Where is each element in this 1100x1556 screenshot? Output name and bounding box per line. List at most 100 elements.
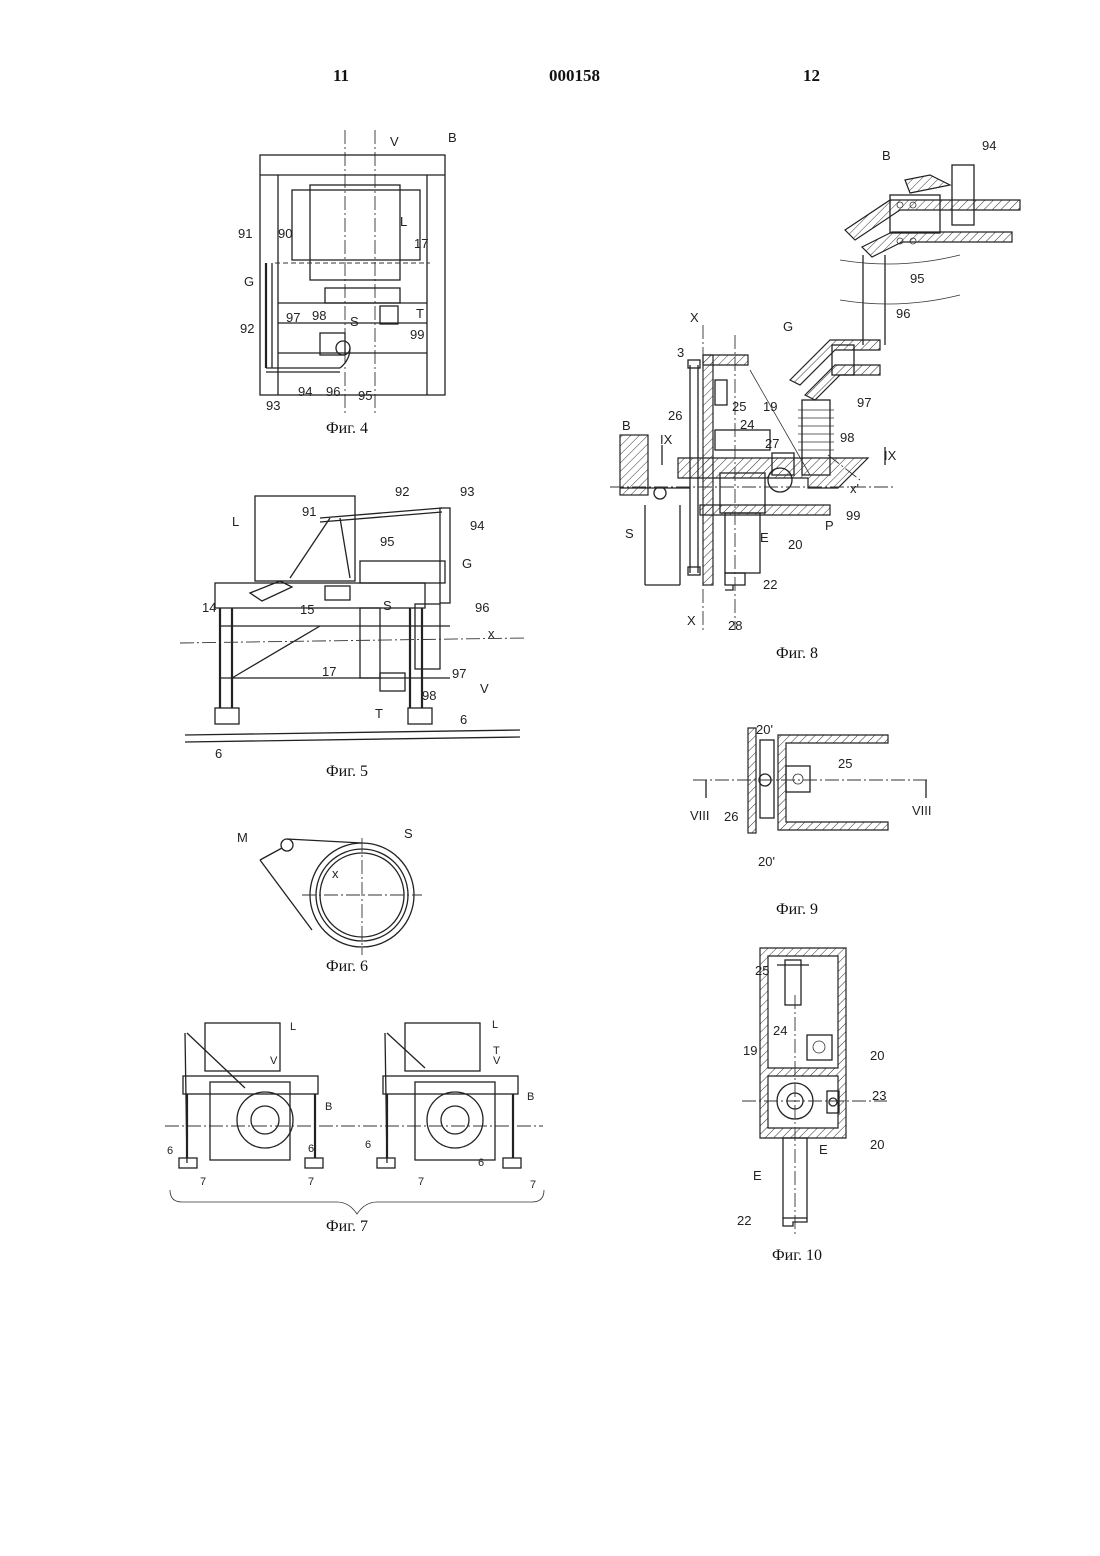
fig8-label-19: 19 [763, 399, 777, 414]
fig4-label-94: 94 [298, 384, 312, 399]
fig4-label-V: V [390, 134, 399, 149]
fig7-label-6a-left: 6 [167, 1145, 173, 1157]
fig8-label-98: 98 [840, 430, 854, 445]
fig8-label-x-prime: x' [850, 481, 859, 496]
fig7-label-V-right: V [493, 1055, 501, 1067]
fig5-label-6a: 6 [460, 712, 467, 727]
fig8-label-3: 3 [677, 345, 684, 360]
figure-5-drawing: L 91 92 93 94 95 G S 96 14 15 x 17 97 V … [170, 478, 530, 763]
fig7-label-6b-left: 6 [308, 1143, 314, 1155]
fig4-label-93: 93 [266, 398, 280, 413]
fig4-label-98: 98 [312, 308, 326, 323]
figure-10-drawing: 25 24 19 20 23 20 E E 22 [737, 945, 897, 1240]
fig8-label-P: P [825, 518, 834, 533]
fig7-label-7a-right: 7 [418, 1176, 424, 1188]
fig6-caption: Фиг. 6 [326, 958, 368, 976]
fig6-label-S: S [404, 826, 413, 841]
figure-7: L V B 6 6 7 7 L T V B 6 6 7 7 [165, 1018, 545, 1213]
fig4-label-G: G [244, 274, 254, 289]
fig10-label-25: 25 [755, 963, 769, 978]
fig8-label-22: 22 [763, 577, 777, 592]
fig6-label-M: M [237, 830, 248, 845]
fig8-label-IX-left: IX [660, 432, 673, 447]
fig9-label-26: 26 [724, 809, 738, 824]
fig4-label-99: 99 [410, 327, 424, 342]
fig8-label-24: 24 [740, 417, 754, 432]
fig10-label-20-top: 20 [870, 1048, 884, 1063]
figure-4-drawing: V B 91 90 L 17 G 92 97 98 S T 99 93 94 9… [230, 128, 470, 418]
fig8-label-27: 27 [765, 436, 779, 451]
fig4-label-L: L [400, 214, 407, 229]
fig4-label-S: S [350, 314, 359, 329]
fig7-label-L-left: L [290, 1021, 296, 1033]
fig7-caption: Фиг. 7 [326, 1218, 368, 1236]
figure-8-drawing: B 94 95 G 96 X 3 97 25 19 98 B 26 24 27 … [600, 135, 1020, 635]
figure-5: L 91 92 93 94 95 G S 96 14 15 x 17 97 V … [170, 478, 530, 763]
figure-10: 25 24 19 20 23 20 E E 22 [737, 945, 897, 1240]
fig5-label-S: S [383, 598, 392, 613]
fig4-label-B: B [448, 130, 457, 145]
fig5-caption: Фиг. 5 [326, 763, 368, 781]
fig7-label-L-right: L [492, 1019, 498, 1031]
fig4-label-90: 90 [278, 226, 292, 241]
fig8-label-X-bottom: X [687, 613, 696, 628]
fig5-label-93: 93 [460, 484, 474, 499]
fig7-label-B-right: B [527, 1091, 534, 1103]
fig8-label-S: S [625, 526, 634, 541]
fig10-label-24: 24 [773, 1023, 787, 1038]
figure-8: B 94 95 G 96 X 3 97 25 19 98 B 26 24 27 … [600, 135, 1020, 635]
fig4-label-96: 96 [326, 384, 340, 399]
fig5-label-6b: 6 [215, 746, 222, 761]
fig7-label-B-left: B [325, 1101, 332, 1113]
fig10-label-20-bottom: 20 [870, 1137, 884, 1152]
document-number: 000158 [549, 66, 600, 86]
fig4-caption: Фиг. 4 [326, 420, 368, 438]
fig5-label-97: 97 [452, 666, 466, 681]
fig9-label-VIII-left: VIII [690, 808, 710, 823]
fig7-label-7b-left: 7 [308, 1176, 314, 1188]
fig7-label-6a-right: 6 [365, 1139, 371, 1151]
fig8-label-G: G [783, 319, 793, 334]
fig10-label-19: 19 [743, 1043, 757, 1058]
fig8-caption: Фиг. 8 [776, 645, 818, 663]
fig5-label-x: x [488, 626, 495, 641]
fig8-label-26: 26 [668, 408, 682, 423]
fig8-label-99: 99 [846, 508, 860, 523]
fig8-label-25: 25 [732, 399, 746, 414]
fig8-label-E: E [760, 530, 769, 545]
fig9-label-20prime-top: 20' [756, 722, 773, 737]
fig8-label-X-top: X [690, 310, 699, 325]
fig5-label-96: 96 [475, 600, 489, 615]
fig5-label-98: 98 [422, 688, 436, 703]
fig8-label-B-left: B [622, 418, 631, 433]
fig8-label-B-top: B [882, 148, 891, 163]
fig7-label-V-left: V [270, 1055, 278, 1067]
fig8-label-28: 28 [728, 618, 742, 633]
page-number-right: 12 [803, 66, 820, 86]
fig9-label-25: 25 [838, 756, 852, 771]
fig7-label-6b-right: 6 [478, 1157, 484, 1169]
fig8-label-95: 95 [910, 271, 924, 286]
figure-6: M S x [232, 820, 432, 955]
fig5-label-95: 95 [380, 534, 394, 549]
fig5-label-15: 15 [300, 602, 314, 617]
fig8-label-IX-right: IX [884, 448, 897, 463]
page-number-left: 11 [333, 66, 349, 86]
fig5-label-14: 14 [202, 600, 216, 615]
fig8-label-94: 94 [982, 138, 996, 153]
figure-9: 20' 25 VIII 26 VIII 20' [688, 718, 948, 878]
fig7-label-7b-right: 7 [530, 1179, 536, 1191]
fig10-label-E-right: E [819, 1142, 828, 1157]
fig5-label-L: L [232, 514, 239, 529]
fig4-label-T: T [416, 306, 424, 321]
fig10-caption: Фиг. 10 [772, 1247, 822, 1265]
fig4-label-95: 95 [358, 388, 372, 403]
fig10-label-E-left: E [753, 1168, 762, 1183]
fig7-label-7a-left: 7 [200, 1176, 206, 1188]
fig5-label-94: 94 [470, 518, 484, 533]
fig4-label-17: 17 [414, 236, 428, 251]
fig5-label-G: G [462, 556, 472, 571]
fig5-label-91: 91 [302, 504, 316, 519]
fig4-label-97: 97 [286, 310, 300, 325]
figure-4: V B 91 90 L 17 G 92 97 98 S T 99 93 94 9… [230, 128, 470, 418]
